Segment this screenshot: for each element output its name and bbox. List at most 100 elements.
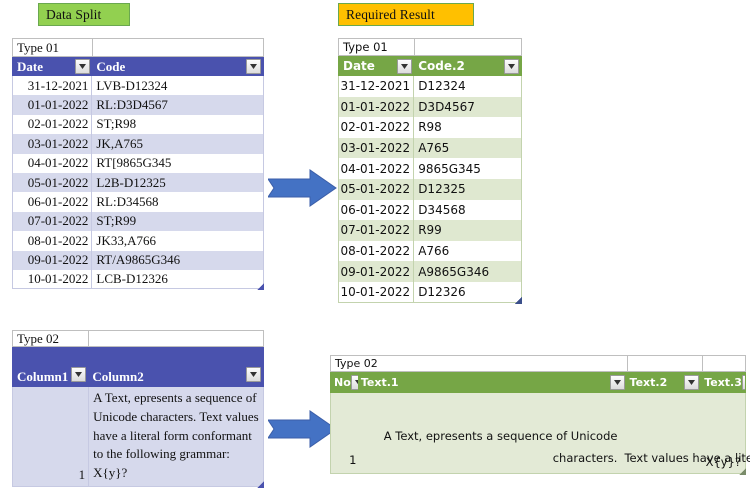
cell-date: 07-01-2022 bbox=[339, 220, 415, 241]
t4-header-text3[interactable]: Text.3 bbox=[701, 372, 745, 393]
t2-header-row: Date Code.2 bbox=[338, 56, 522, 76]
cell-date: 31-12-2021 bbox=[13, 76, 93, 96]
cell-code: D34568 bbox=[418, 202, 466, 217]
required-result-label: Required Result bbox=[346, 6, 435, 22]
t4-header-row: No Text.1 Text.2 Text.3 bbox=[330, 372, 746, 393]
cell-date: 05-01-2022 bbox=[339, 178, 415, 200]
cell-code: A9865G346 bbox=[418, 264, 490, 279]
filter-dropdown-icon[interactable] bbox=[71, 367, 87, 382]
cell-date: 03-01-2022 bbox=[339, 137, 415, 159]
cell-code: LVB-D12324 bbox=[96, 77, 168, 93]
filter-dropdown-icon[interactable] bbox=[246, 367, 261, 382]
cell-date: 31-12-2021 bbox=[339, 76, 415, 97]
t4-title-strip: Type 02 bbox=[330, 355, 746, 372]
t4-header-text1[interactable]: Text.1 bbox=[358, 372, 627, 393]
filter-dropdown-icon[interactable] bbox=[246, 59, 261, 74]
cell-date: 10-01-2022 bbox=[13, 269, 93, 289]
cell-code: RT/A9865G346 bbox=[96, 252, 181, 268]
t4-header-text2-label: Text.2 bbox=[629, 376, 668, 389]
cell-date: 04-01-2022 bbox=[13, 153, 93, 173]
t3-data-row: 1 A Text, epresents a sequence of Unicod… bbox=[12, 387, 264, 487]
cell-code: RT[9865G345 bbox=[96, 155, 172, 171]
required-result-banner: Required Result bbox=[338, 3, 474, 26]
t4-header-text2[interactable]: Text.2 bbox=[627, 372, 702, 393]
resize-handle-icon[interactable] bbox=[257, 481, 264, 488]
data-split-banner: Data Split bbox=[38, 3, 130, 26]
resize-handle-icon[interactable] bbox=[739, 468, 746, 475]
t2-title-strip: Type 01 bbox=[338, 38, 522, 56]
t1-header-code[interactable]: Code bbox=[92, 57, 263, 76]
t2-header-code2[interactable]: Code.2 bbox=[414, 56, 521, 76]
cell-date: 01-01-2022 bbox=[13, 95, 93, 115]
cell-code: ST;R98 bbox=[96, 116, 137, 132]
cell-date: 06-01-2022 bbox=[339, 199, 415, 221]
cell-date: 07-01-2022 bbox=[13, 211, 93, 232]
cell-code: A765 bbox=[418, 141, 450, 156]
cell-date: 01-01-2022 bbox=[339, 96, 415, 118]
resize-handle-icon[interactable] bbox=[515, 296, 522, 304]
t4-header-text1-label: Text.1 bbox=[360, 376, 399, 389]
cell-code: 9865G345 bbox=[418, 161, 481, 176]
t3-header-column1[interactable]: Column1 bbox=[13, 347, 88, 387]
filter-dropdown-icon[interactable] bbox=[350, 375, 358, 390]
cell-date: 08-01-2022 bbox=[339, 240, 415, 262]
t3-header-column1-label: Column1 bbox=[17, 369, 69, 384]
cell-code: D3D4567 bbox=[418, 99, 475, 114]
t3-header-row: Column1 Column2 bbox=[12, 347, 264, 387]
t4-title: Type 02 bbox=[335, 357, 378, 370]
cell-date: 09-01-2022 bbox=[13, 250, 93, 270]
t1-header-row: Date Code bbox=[12, 57, 264, 76]
cell-code: D12326 bbox=[418, 284, 466, 299]
t4-header-text3-label: Text.3 bbox=[704, 376, 742, 389]
t3-header-column2-label: Column2 bbox=[92, 369, 144, 384]
t2-title: Type 01 bbox=[343, 40, 388, 54]
cell-code: R98 bbox=[418, 120, 442, 135]
t2-header-date-label: Date bbox=[343, 59, 375, 73]
t4-data-row: 1 A Text, epresents a sequence of Unicod… bbox=[330, 393, 750, 474]
t4-title-cell: Type 02 bbox=[330, 355, 627, 372]
filter-dropdown-icon[interactable] bbox=[609, 375, 625, 390]
cell-code: D12324 bbox=[418, 79, 466, 94]
t1-header-date-label: Date bbox=[17, 58, 43, 74]
filter-dropdown-icon[interactable] bbox=[397, 58, 413, 74]
t4-header-no[interactable]: No bbox=[331, 372, 358, 393]
filter-dropdown-icon[interactable] bbox=[741, 375, 745, 390]
transform-arrow-bottom bbox=[267, 408, 338, 450]
cell-code: RL:D3D4567 bbox=[96, 97, 168, 113]
cell-code: RL:D34568 bbox=[96, 194, 159, 210]
t2-header-date[interactable]: Date bbox=[339, 56, 414, 76]
transform-arrow-top bbox=[267, 168, 338, 208]
t4-cell-text2: Text values have a literal form conforma… bbox=[624, 451, 750, 465]
cell-date: 09-01-2022 bbox=[339, 261, 415, 282]
result-table-type02: Type 02 No Text.1 Text.2 Text.3 bbox=[330, 355, 750, 475]
t4-title-cell-empty-2 bbox=[702, 355, 746, 372]
filter-dropdown-icon[interactable] bbox=[75, 59, 91, 74]
cell-code: JK33,A766 bbox=[96, 232, 156, 248]
cell-date: 02-01-2022 bbox=[13, 114, 93, 135]
cell-date: 02-01-2022 bbox=[339, 117, 415, 138]
resize-handle-icon[interactable] bbox=[257, 283, 264, 291]
t3-header-column2[interactable]: Column2 bbox=[88, 347, 263, 387]
filter-dropdown-icon[interactable] bbox=[504, 58, 519, 74]
t3-title-cell: Type 02 bbox=[12, 330, 88, 347]
filter-dropdown-icon[interactable] bbox=[684, 375, 700, 390]
t1-header-date[interactable]: Date bbox=[13, 57, 92, 76]
t2-title-cell-empty bbox=[414, 38, 522, 56]
t4-cell-no: 1 bbox=[349, 453, 357, 467]
